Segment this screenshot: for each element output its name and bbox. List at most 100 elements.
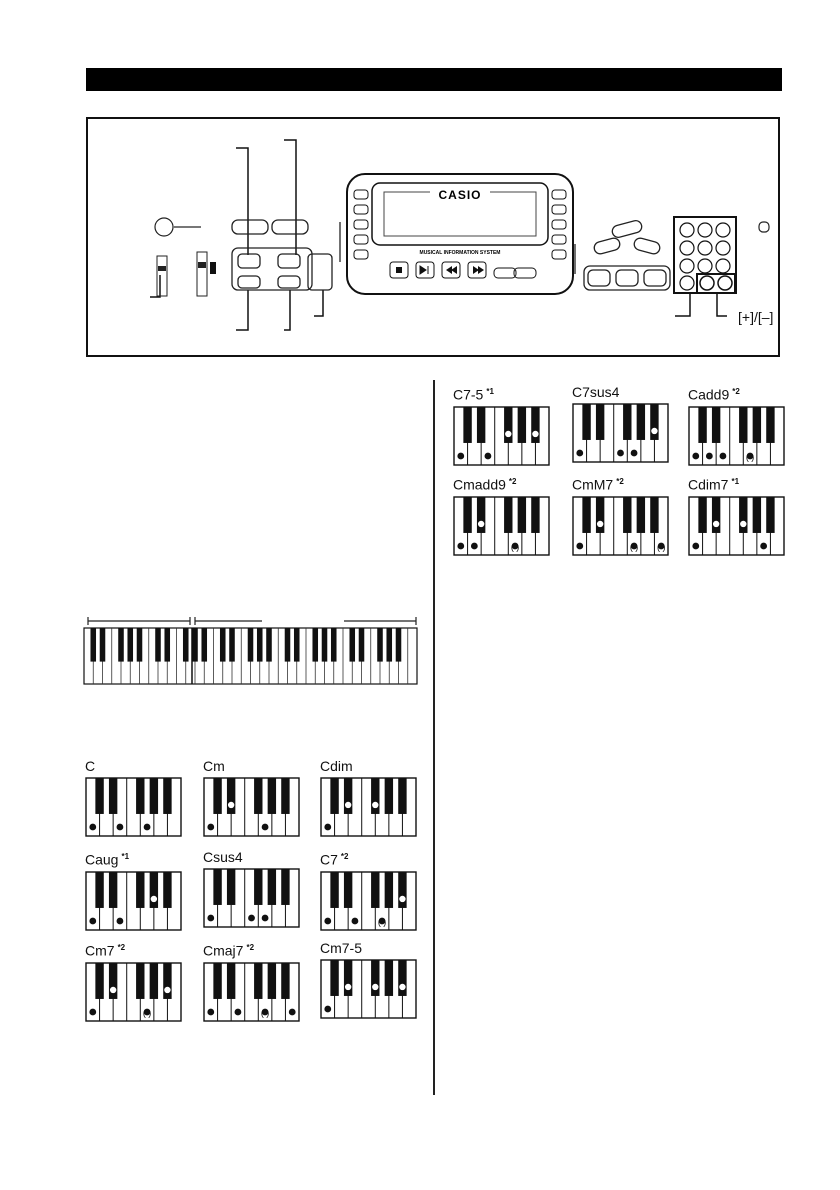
note-dot <box>324 1005 332 1013</box>
note-dot <box>89 823 97 831</box>
chord-name: Caug*1 <box>85 849 182 868</box>
chord-keyboard: ( )( ) <box>572 495 669 556</box>
black-key <box>281 778 290 814</box>
note-dot <box>207 823 215 831</box>
black-key <box>163 778 172 814</box>
callout-lines <box>150 139 727 331</box>
black-key <box>192 628 198 662</box>
black-key <box>595 496 605 533</box>
black-key <box>517 496 527 533</box>
power-knob-icon <box>154 217 174 237</box>
note-dot <box>261 914 269 922</box>
black-key <box>254 962 263 999</box>
note-dot <box>705 452 713 460</box>
chord-keyboard <box>320 959 417 1019</box>
note-dot <box>149 894 158 903</box>
chord-diagram: Cdim7*1 <box>688 474 785 556</box>
chord-name-text: Cm7-5 <box>320 940 363 956</box>
black-key <box>463 406 472 443</box>
chord-name: Csus4 <box>203 849 300 865</box>
chord-keyboard: ( ) <box>203 961 300 1022</box>
black-key <box>330 960 339 996</box>
chord-name: Cm <box>203 758 300 774</box>
chord-name: Cmadd9*2 <box>453 474 550 493</box>
black-key <box>95 962 104 999</box>
black-key <box>698 496 707 533</box>
chord-name-text: C7 <box>320 851 338 868</box>
black-key <box>766 496 775 533</box>
chord-name: C7-5*1 <box>453 384 550 403</box>
note-dot <box>630 449 638 457</box>
note-dot <box>511 542 519 550</box>
chord-keyboard: ( ) <box>688 405 785 466</box>
black-key <box>504 406 513 443</box>
black-key <box>163 871 172 908</box>
chord-diagram: C <box>85 758 182 837</box>
note-dot <box>712 519 721 528</box>
black-key <box>636 404 646 440</box>
black-key <box>384 871 394 908</box>
chord-footnote: *1 <box>121 852 130 861</box>
black-key <box>213 778 222 814</box>
black-key <box>650 404 659 440</box>
black-key <box>398 871 407 908</box>
section-header-bar <box>86 68 782 91</box>
black-key <box>155 628 161 662</box>
black-key <box>254 869 263 905</box>
black-key <box>343 871 353 908</box>
black-key <box>164 628 171 662</box>
black-key <box>398 778 407 814</box>
black-key <box>371 871 380 908</box>
note-dot <box>477 519 486 528</box>
demo-button <box>758 221 770 233</box>
chord-diagram: Cdim <box>320 758 417 837</box>
note-dot <box>248 914 255 922</box>
chord-footnote: *2 <box>732 387 740 396</box>
chord-name: Cm7*2 <box>85 940 182 959</box>
chord-name-text: CmM7 <box>572 476 614 493</box>
black-key <box>371 960 380 996</box>
chord-name: CmM7*2 <box>572 474 669 493</box>
note-dot <box>398 982 407 991</box>
full-keyboard-range <box>87 617 417 625</box>
chord-diagram: C7-5*1 <box>453 384 550 466</box>
plus-minus-label: [+]/[–] <box>738 309 774 325</box>
chord-name: C <box>85 758 182 774</box>
chord-name-text: C7-5 <box>453 386 484 403</box>
column-divider <box>433 380 435 1095</box>
black-key <box>349 628 356 662</box>
note-dot <box>457 542 465 550</box>
black-key <box>711 496 721 533</box>
note-dot <box>261 823 269 831</box>
note-dot <box>617 449 624 457</box>
note-dot <box>398 894 407 903</box>
chord-diagram: Cm <box>203 758 300 837</box>
fast-forward-icon <box>473 266 484 274</box>
display-caption: MUSICAL INFORMATION SYSTEM <box>420 250 501 256</box>
chord-diagram: Cmaj7*2( ) <box>203 940 300 1022</box>
black-key <box>330 628 337 662</box>
black-key <box>281 869 290 905</box>
note-dot <box>470 542 478 550</box>
note-dot <box>692 542 700 550</box>
chord-footnote: *2 <box>616 477 624 486</box>
black-key <box>149 778 159 814</box>
chord-keyboard <box>85 777 182 837</box>
note-dot <box>378 917 386 925</box>
chord-diagram: CmM7*2 ( )( ) <box>572 474 669 556</box>
black-key <box>201 628 208 662</box>
chord-name-text: C <box>85 758 96 774</box>
black-key <box>247 628 254 662</box>
chord-name: Cm7-5 <box>320 940 417 956</box>
note-dot <box>596 519 605 528</box>
black-key <box>358 628 365 662</box>
black-key <box>476 406 486 443</box>
chord-keyboard <box>453 405 550 466</box>
black-key <box>219 628 226 662</box>
note-dot <box>89 1008 97 1016</box>
black-key <box>384 960 394 996</box>
note-dot <box>163 985 172 994</box>
note-dot <box>109 985 118 994</box>
black-key <box>476 496 486 533</box>
black-key <box>90 628 97 662</box>
